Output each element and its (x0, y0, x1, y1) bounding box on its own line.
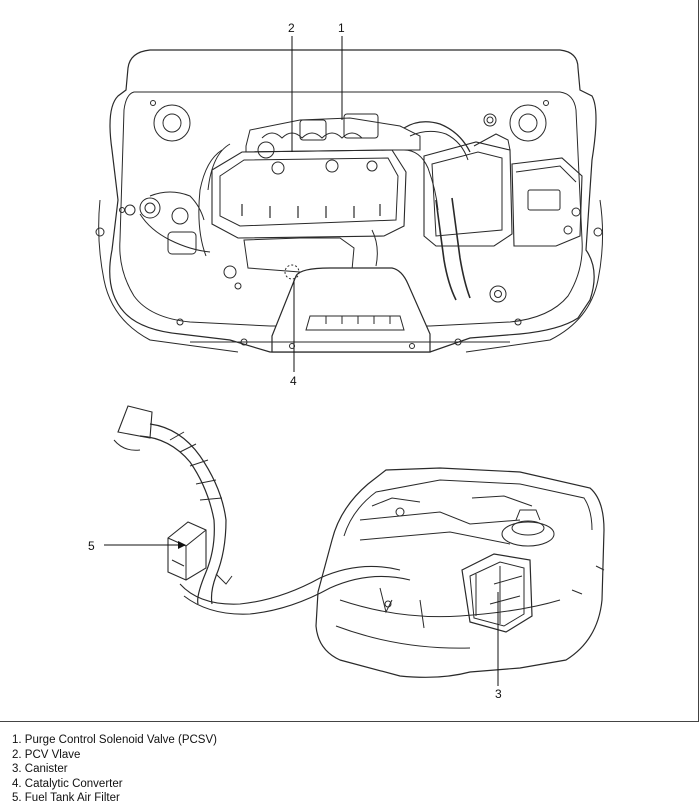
legend-item: 4. Catalytic Converter (12, 777, 123, 790)
diagram-frame (0, 0, 699, 722)
callout-5: 5 (88, 539, 95, 553)
legend-item: 5. Fuel Tank Air Filter (12, 792, 120, 805)
callout-4: 4 (290, 374, 297, 388)
legend-item: 1. Purge Control Solenoid Valve (PCSV) (12, 734, 217, 746)
diagram-illustration (95, 36, 605, 686)
callout-1: 1 (338, 21, 345, 35)
callout-2: 2 (288, 21, 295, 35)
callout-3: 3 (495, 687, 502, 701)
legend-item: 2. PCV Vlave (12, 748, 81, 761)
legend-item: 3. Canister (12, 763, 68, 776)
engine-bay-drawing (95, 49, 604, 353)
callout-leaders (104, 36, 499, 686)
parts-legend: 1. Purge Control Solenoid Valve (PCSV) 2… (12, 733, 217, 806)
fuel-system-drawing (113, 405, 605, 678)
